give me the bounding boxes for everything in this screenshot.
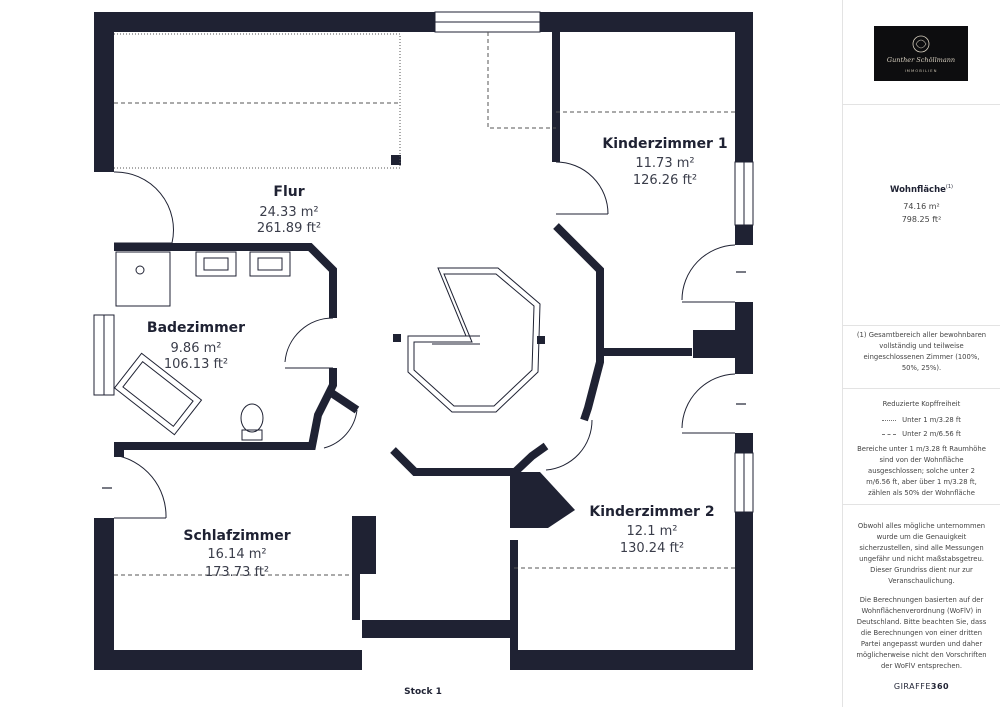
- legend-under-2m-label: Unter 2 m/6.56 ft: [902, 430, 961, 438]
- logo-script: Gunther Schöllmann: [886, 56, 956, 64]
- headroom-legend: Reduzierte Kopffreiheit Unter 1 m/3.28 f…: [843, 389, 1000, 505]
- room-name-badezimmer: Badezimmer: [147, 320, 245, 336]
- shower-drain: [135, 265, 145, 275]
- wohnflaeche-title: Wohnfläche(1): [890, 184, 953, 195]
- headroom-title: Reduzierte Kopffreiheit: [882, 400, 961, 408]
- headroom-text: Bereiche unter 1 m/3.28 ft Raumhöhe sind…: [857, 445, 986, 497]
- dashed-line-icon: [882, 433, 897, 435]
- wohnflaeche-m2: 74.16 m²: [903, 201, 940, 211]
- wall-bath-top: [114, 243, 337, 318]
- wall-flur-bottom: [390, 442, 549, 476]
- door-bath: [284, 317, 334, 363]
- pillar-1: [393, 334, 401, 342]
- outer-walls: [94, 12, 753, 670]
- wall-bottom-mid: [362, 620, 510, 638]
- logo-section: Gunther Schöllmann IMMOBILIEN: [843, 0, 1000, 105]
- wall-right-2: [735, 225, 753, 245]
- room-area-m2-schlafzimmer: 16.14 m²: [207, 547, 266, 562]
- room-area-m2-flur: 24.33 m²: [259, 205, 318, 220]
- sink-2: [249, 251, 291, 277]
- legend-under-2m: Unter 2 m/6.56 ft: [843, 430, 1000, 438]
- dotted-line-icon: [882, 419, 897, 421]
- wall-right-1: [735, 12, 753, 162]
- room-area-ft2-kinderzimmer2: 130.24 ft²: [620, 541, 684, 556]
- headroom-lines: [114, 32, 735, 576]
- spiral-stair: [407, 267, 541, 413]
- disclaimer-section: Obwohl alles mögliche unternommen wurde …: [843, 505, 1000, 707]
- k2-corner-block: [510, 472, 575, 528]
- room-labels: Flur 24.33 m² 261.89 ft² Badezimmer 9.86…: [147, 136, 728, 697]
- wall-k1-stub: [693, 330, 735, 358]
- room-name-kinderzimmer2: Kinderzimmer 2: [589, 504, 714, 520]
- room-area-ft2-schlafzimmer: 173.73 ft²: [205, 565, 269, 580]
- footnote-section: (1) Gesamtbereich aller bewohnbaren voll…: [843, 326, 1000, 389]
- interior-walls: [114, 32, 692, 650]
- floor-plan: Flur 24.33 m² 261.89 ft² Badezimmer 9.86…: [93, 11, 754, 697]
- bath-fixtures: [113, 251, 291, 441]
- legend-under-1m-label: Unter 1 m/3.28 ft: [902, 416, 961, 424]
- wohnflaeche-footnote-mark: (1): [945, 184, 953, 190]
- room-area-m2-kinderzimmer1: 11.73 m²: [635, 156, 694, 171]
- door-k1-right: [681, 244, 736, 301]
- footnote-text: (1) Gesamtbereich aller bewohnbaren voll…: [856, 331, 987, 372]
- door-left-upper: [113, 171, 174, 244]
- floor-label: Stock 1: [404, 687, 442, 697]
- room-area-m2-badezimmer: 9.86 m²: [171, 341, 222, 356]
- logo-emblem: [912, 35, 930, 53]
- wall-right-4: [735, 433, 753, 453]
- logo-icon: Gunther Schöllmann IMMOBILIEN: [874, 26, 968, 81]
- room-name-kinderzimmer1: Kinderzimmer 1: [602, 136, 727, 152]
- door-k2: [545, 419, 593, 471]
- disclaimer-1: Obwohl alles mögliche unternommen wurde …: [857, 522, 986, 585]
- wohnflaeche-ft2: 798.25 ft²: [901, 214, 942, 224]
- wall-k2-left: [580, 352, 604, 422]
- room-area-ft2-flur: 261.89 ft²: [257, 221, 321, 236]
- room-area-ft2-kinderzimmer1: 126.26 ft²: [633, 173, 697, 188]
- room-area-ft2-badezimmer: 106.13 ft²: [164, 357, 228, 372]
- wall-top-right: [540, 12, 753, 32]
- wall-bath-right: [114, 368, 337, 450]
- logo-subtitle: IMMOBILIEN: [904, 68, 938, 73]
- room-area-m2-kinderzimmer2: 12.1 m²: [627, 524, 678, 539]
- shower: [115, 251, 171, 307]
- room-name-flur: Flur: [273, 184, 304, 200]
- wall-left-lower: [94, 518, 114, 670]
- wall-bottom-right: [510, 650, 753, 670]
- bathtub: [113, 352, 203, 436]
- exit-arrows: [102, 271, 746, 489]
- door-left-lower: [113, 454, 167, 519]
- disclaimer-2: Die Berechnungen basierten auf der Wohnf…: [856, 596, 987, 670]
- toilet: [240, 403, 264, 433]
- info-sidebar: Gunther Schöllmann IMMOBILIEN Wohnfläche…: [842, 0, 1000, 707]
- door-k1: [555, 161, 609, 215]
- interior-blocks: [352, 155, 735, 574]
- chimney-block: [352, 516, 376, 574]
- sink-1: [195, 251, 237, 277]
- wall-bottom-left: [94, 650, 362, 670]
- door-flur-diag: [323, 409, 358, 449]
- door-k2-right: [681, 373, 736, 429]
- brand-giraffe360: GIRAFFE360: [893, 682, 950, 691]
- room-name-schlafzimmer: Schlafzimmer: [183, 528, 290, 544]
- legend-under-1m: Unter 1 m/3.28 ft: [843, 416, 1000, 424]
- wall-k1-diag: [553, 223, 692, 356]
- wall-right-3: [735, 302, 753, 374]
- pillar-2: [537, 336, 545, 344]
- wall-left-upper: [94, 12, 114, 172]
- area-summary: Wohnfläche(1) 74.16 m² 798.25 ft²: [843, 105, 1000, 326]
- doors: [113, 161, 736, 519]
- wall-right-5: [735, 512, 753, 670]
- wall-bath-diag: [327, 388, 360, 414]
- wall-top-left: [94, 12, 435, 32]
- post-flur: [391, 155, 401, 165]
- windows: [93, 11, 754, 513]
